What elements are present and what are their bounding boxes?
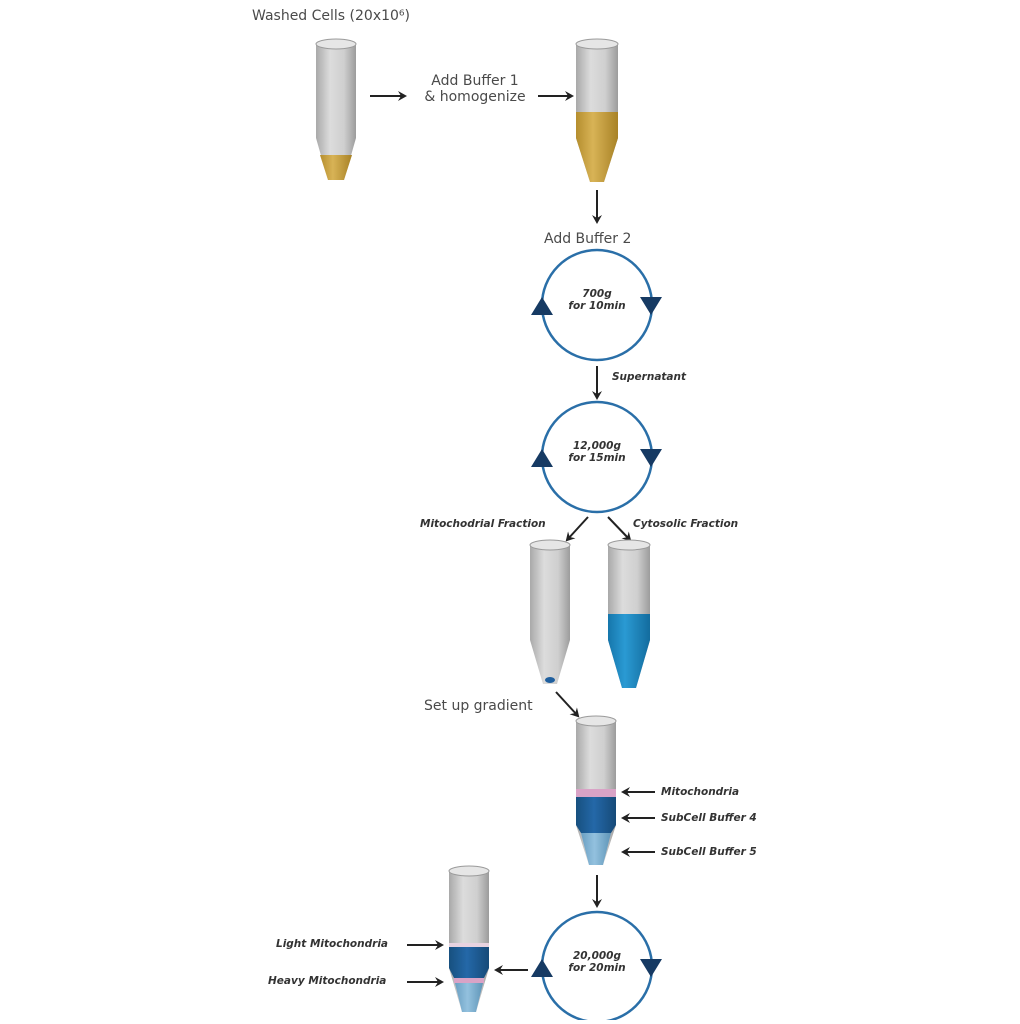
add-buffer1-label: Add Buffer 1 & homogenize xyxy=(412,73,538,105)
cycle-arrow-down-icon xyxy=(640,297,662,315)
spin2-label: 12,000g for 15min xyxy=(557,440,637,464)
subcell-buffer-4-layer xyxy=(576,797,616,833)
spin3-label: 20,000g for 20min xyxy=(557,950,637,974)
spin2-speed: 12,000g xyxy=(572,440,622,452)
spin1-label: 700g for 10min xyxy=(557,288,637,312)
add-buffer2-label: Add Buffer 2 xyxy=(544,231,632,247)
spin1-speed: 700g xyxy=(582,288,612,300)
arrow-to-cyto-fraction xyxy=(607,516,632,542)
tube-gradient xyxy=(575,715,617,865)
light-mito-band xyxy=(449,943,489,947)
tube-cytosolic-fraction xyxy=(607,539,651,688)
arrow-to-mito-fraction xyxy=(565,516,589,542)
tube-final-separation xyxy=(448,865,490,1012)
mito-pellet xyxy=(545,677,555,683)
homogenate xyxy=(576,112,618,182)
light-mito-layer xyxy=(449,946,489,978)
mito-fraction-label: Mitochodrial Fraction xyxy=(420,518,546,530)
light-mito-label: Light Mitochondria xyxy=(276,938,389,950)
mitochondria-layer-label: Mitochondria xyxy=(661,786,740,798)
heavy-mito-label: Heavy Mitochondria xyxy=(268,975,387,987)
set-up-gradient-label: Set up gradient xyxy=(424,698,533,714)
cycle-arrow-down-icon xyxy=(640,959,662,977)
washed-cells-label: Washed Cells (20x10⁶) xyxy=(252,8,411,24)
cycle-arrow-up-icon xyxy=(531,449,553,467)
arrow-to-gradient xyxy=(555,691,580,718)
spin3-time: for 20min xyxy=(568,962,626,974)
centrifuge-cycle-2 xyxy=(531,400,662,514)
add-buffer1-line2: & homogenize xyxy=(424,89,526,105)
heavy-mito-band xyxy=(454,978,484,983)
supernatant-label: Supernatant xyxy=(612,371,687,383)
cycle-arrow-up-icon xyxy=(531,297,553,315)
tube-homogenized xyxy=(575,38,619,182)
centrifuge-cycle-1 xyxy=(531,248,662,362)
buffer5-layer-label: SubCell Buffer 5 xyxy=(661,846,757,858)
mitochondria-band xyxy=(576,789,616,797)
cytosol xyxy=(608,614,650,688)
buffer4-layer-label: SubCell Buffer 4 xyxy=(661,812,757,824)
spin1-time: for 10min xyxy=(568,300,626,312)
tube-washed-cells xyxy=(315,38,357,180)
heavy-mito-layer xyxy=(455,983,483,1012)
add-buffer1-line1: Add Buffer 1 xyxy=(431,73,519,89)
subcell-buffer-5-layer xyxy=(581,833,611,865)
cycle-arrow-down-icon xyxy=(640,449,662,467)
spin3-speed: 20,000g xyxy=(572,950,622,962)
cyto-fraction-label: Cytosolic Fraction xyxy=(633,518,739,530)
spin2-time: for 15min xyxy=(568,452,626,464)
cell-pellet xyxy=(320,155,352,180)
tube-mitochondrial-fraction xyxy=(529,539,571,684)
cycle-arrow-up-icon xyxy=(531,959,553,977)
